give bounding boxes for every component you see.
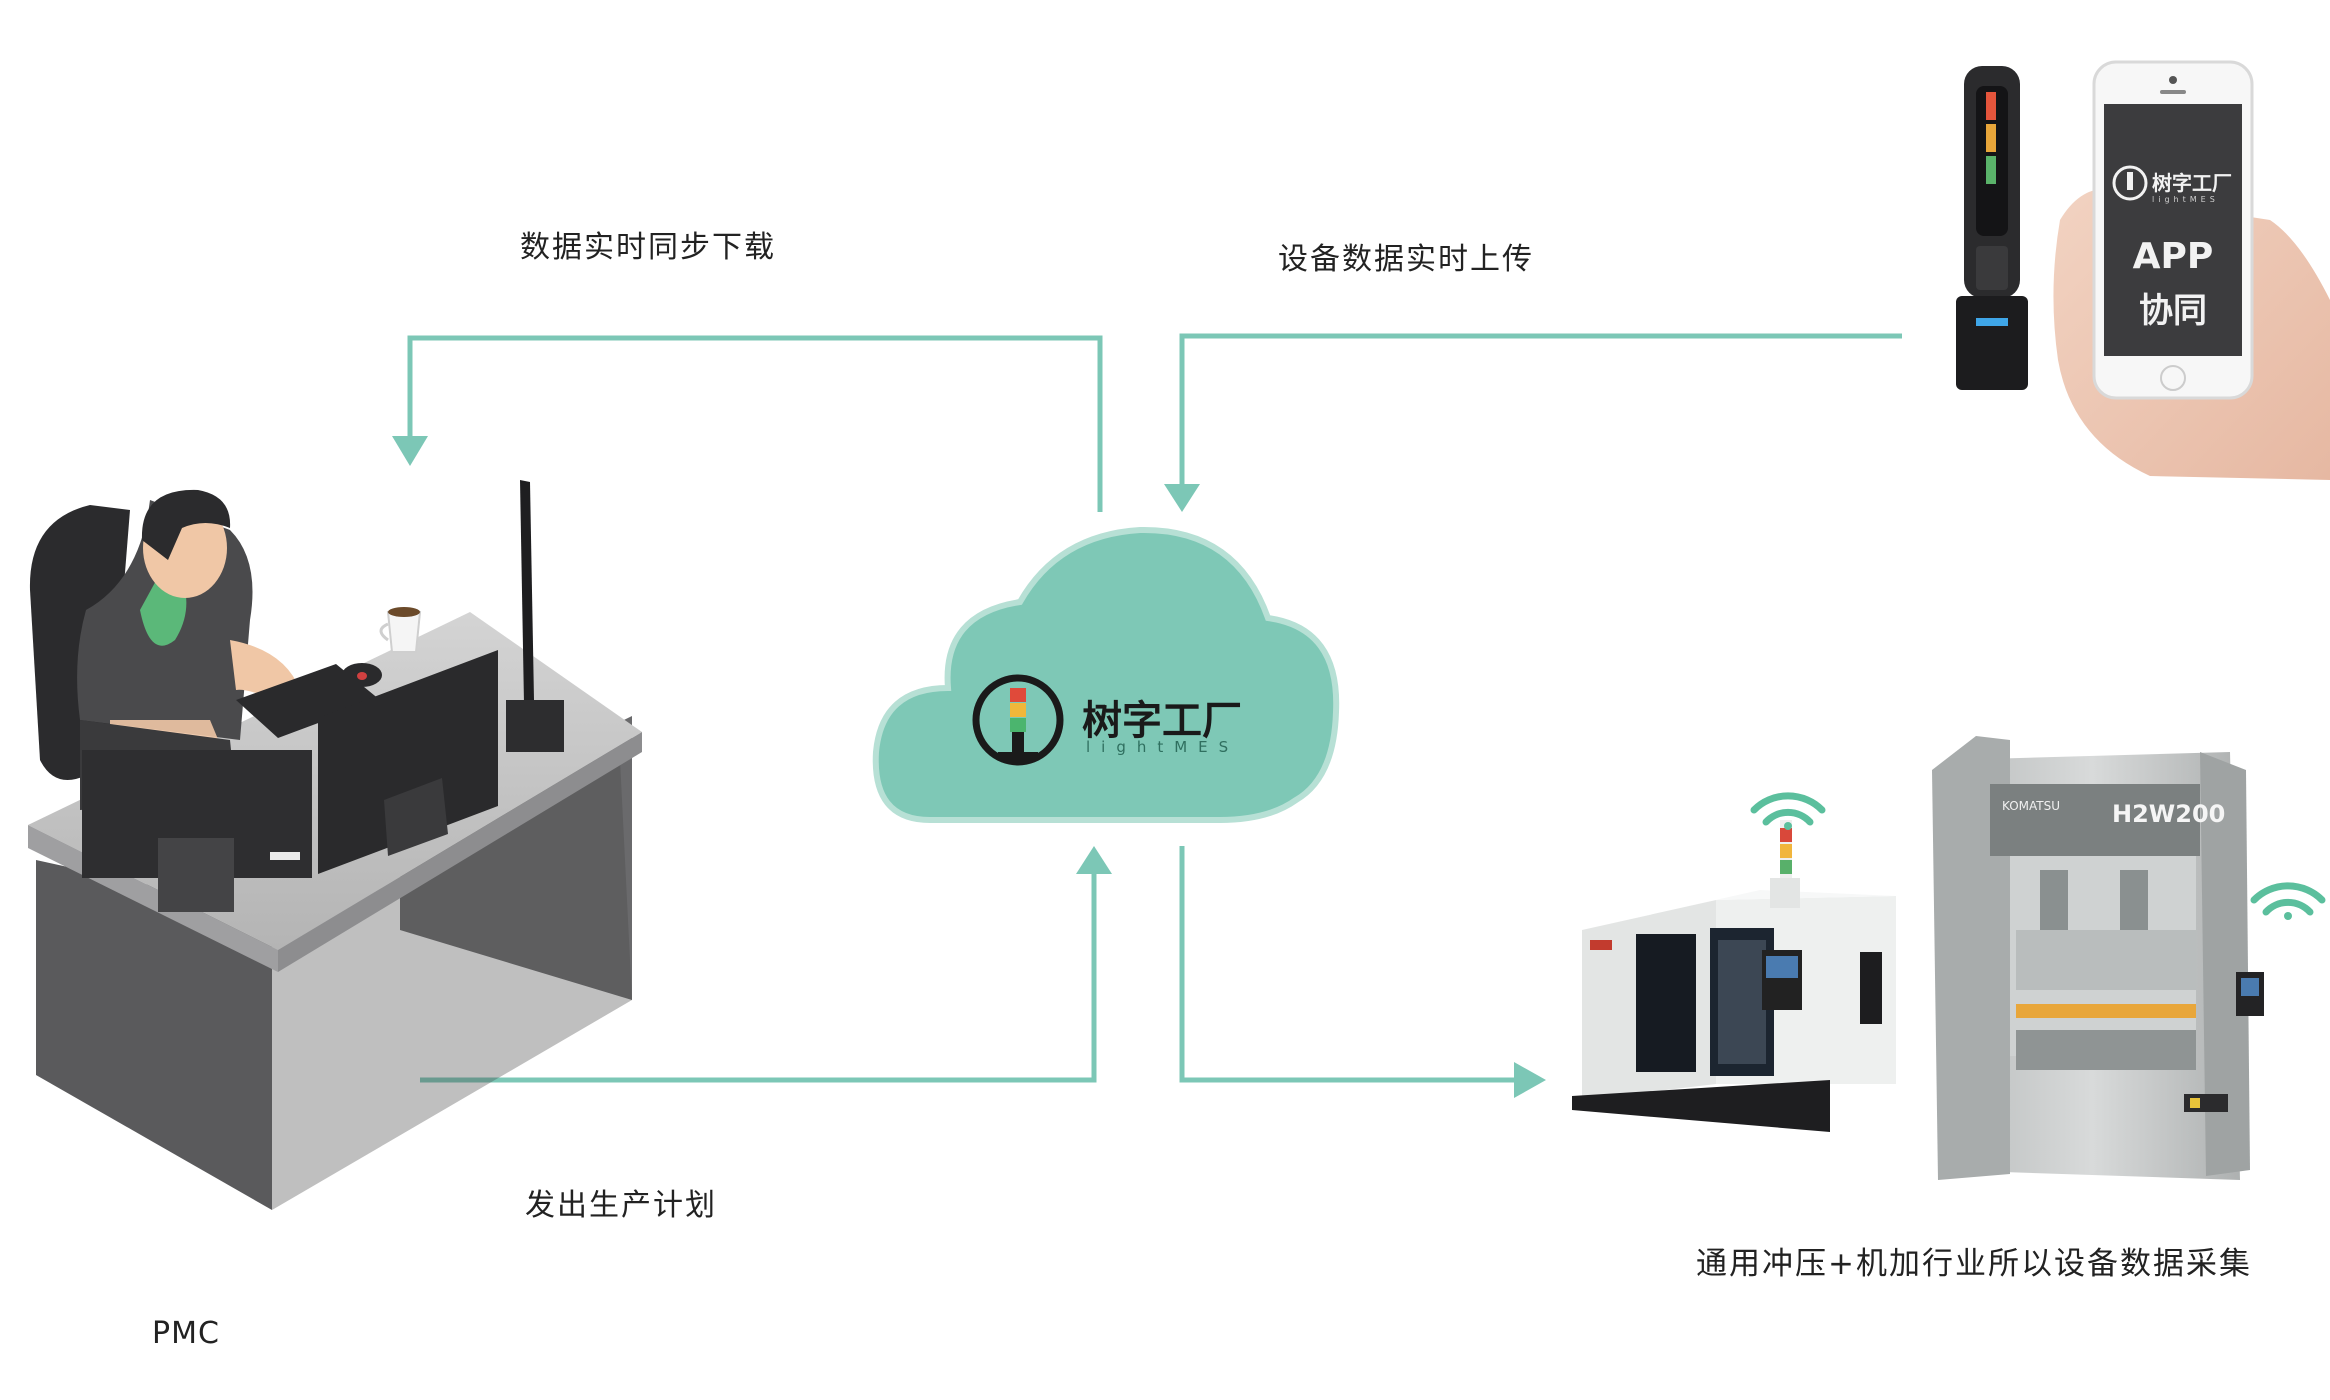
phone-line-collab: 协同 bbox=[2139, 291, 2207, 331]
phone-subbrand: lightMES bbox=[2152, 195, 2219, 204]
arrow-collect bbox=[1179, 846, 1518, 1083]
wifi-icon bbox=[1750, 792, 1826, 830]
desk-edge-front bbox=[278, 732, 642, 972]
label-plan: 发出生产计划 bbox=[525, 1188, 717, 1223]
arrow-plan bbox=[420, 870, 1097, 1083]
arrowhead-collect bbox=[1514, 1062, 1546, 1098]
keyboard-icon bbox=[236, 664, 380, 738]
arrowhead-download bbox=[392, 436, 428, 466]
arrowhead-upload bbox=[1164, 484, 1200, 512]
label-pmc: PMC bbox=[152, 1316, 220, 1351]
monitor-back bbox=[318, 650, 498, 874]
cloud-brand: 树字工厂 bbox=[1082, 698, 1242, 744]
label-download: 数据实时同步下载 bbox=[520, 230, 776, 265]
phone-screen bbox=[2104, 104, 2242, 356]
arrowhead-plan bbox=[1076, 846, 1112, 874]
coffee-cup-icon bbox=[379, 607, 422, 653]
cloud-subbrand: lightMES bbox=[1086, 738, 1239, 756]
mobile-app: 树字工厂 lightMES APP 协同 bbox=[2053, 60, 2330, 480]
phone-line-app: APP bbox=[2133, 236, 2214, 277]
arrow-download bbox=[407, 335, 1103, 512]
lightmes-logo-icon bbox=[972, 674, 1064, 766]
pmc-workstation bbox=[28, 480, 642, 1210]
wifi-icon-press bbox=[2250, 882, 2326, 920]
cloud: 树字工厂 lightMES bbox=[872, 526, 1340, 823]
monitor-tall bbox=[520, 480, 534, 704]
cloud-shape bbox=[872, 526, 1340, 823]
label-upload: 设备数据实时上传 bbox=[1278, 242, 1534, 277]
iot-terminal bbox=[1956, 66, 2028, 390]
desk-leg-left bbox=[36, 860, 272, 1210]
phone-brand: 树字工厂 bbox=[2152, 171, 2232, 195]
desk-side-panel bbox=[272, 760, 632, 1210]
flow-arrows bbox=[407, 333, 1902, 1083]
arrow-upload bbox=[1179, 333, 1902, 488]
press-model: H2W200 bbox=[2112, 800, 2225, 828]
arrow-heads bbox=[392, 436, 1546, 1098]
press-machine: KOMATSU H2W200 bbox=[1932, 736, 2264, 1180]
press-maker: KOMATSU bbox=[2002, 799, 2060, 813]
cnc-machine bbox=[1572, 820, 1896, 1132]
label-collect: 通用冲压+机加行业所以设备数据采集 bbox=[1696, 1246, 2252, 1282]
phone-logo-icon bbox=[2112, 165, 2148, 201]
